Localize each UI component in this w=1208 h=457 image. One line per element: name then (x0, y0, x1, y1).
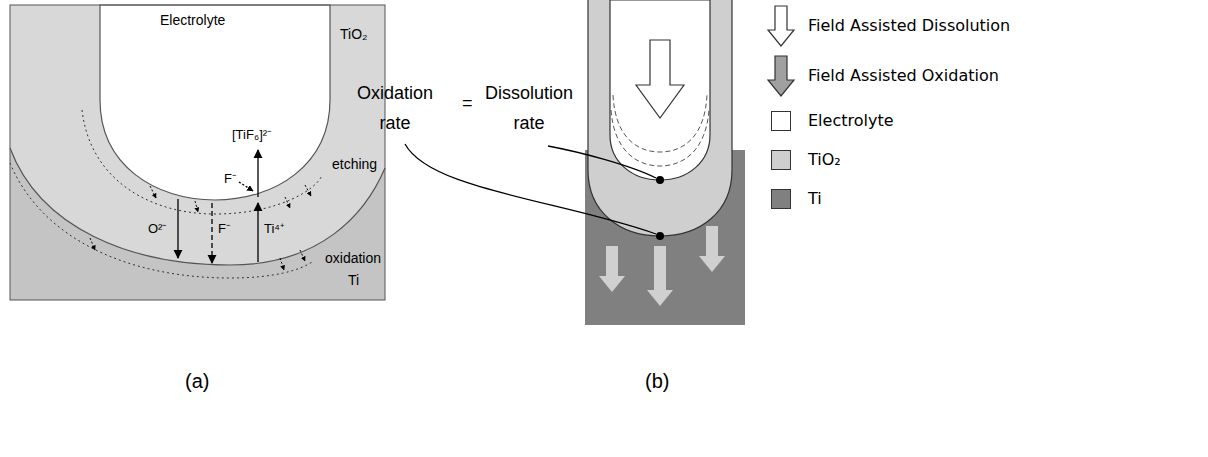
panel-label: (a) (185, 370, 209, 393)
small-arrows (90, 185, 311, 270)
panel-b-figure (647, 246, 673, 306)
ion-label: F⁻ (224, 172, 236, 187)
small-arrows (195, 201, 198, 212)
panel-a-figure (100, 5, 330, 200)
small-arrows (285, 197, 290, 208)
region-label: Ti (348, 272, 359, 288)
ion-arrows (177, 199, 178, 258)
ion-label: [TiF₆]²⁻ (232, 128, 271, 143)
panel-b-figure (610, 0, 710, 180)
small-arrows (90, 238, 95, 250)
small-arrows (305, 185, 311, 196)
panel-a-figure (82, 110, 322, 214)
legend-icons (768, 56, 794, 96)
panel-a-figure (10, 5, 385, 300)
panel-b-figure (656, 176, 664, 184)
panel-a-figure (10, 5, 385, 300)
panel-b-figure (548, 146, 656, 178)
ion-arrows (257, 150, 258, 197)
region-label: Electrolyte (160, 12, 225, 28)
region-label: TiO₂ (340, 26, 367, 42)
front-label: etching (332, 156, 377, 172)
legend-swatch (771, 150, 791, 170)
legend-text: Field Assisted Dissolution (808, 16, 1010, 36)
panel-b-figure (699, 226, 725, 272)
legend-text: Ti (808, 189, 822, 209)
panel-b-figure (656, 232, 664, 240)
panel-b-figure (405, 0, 745, 325)
legend-icons (768, 6, 794, 96)
panel-label: (b) (645, 370, 669, 393)
legend-text: Electrolyte (808, 111, 894, 131)
legend-icons (768, 6, 794, 46)
equals-sign: = (462, 93, 473, 114)
ion-arrows (178, 150, 258, 263)
ion-label: Ti⁴⁺ (264, 222, 284, 237)
front-label: oxidation (325, 250, 381, 266)
panel-b-figure (588, 0, 732, 236)
ion-arrows (257, 203, 258, 262)
ion-arrows (211, 203, 212, 263)
ion-label: O²⁻ (148, 222, 166, 237)
small-arrows (280, 258, 284, 270)
panel-a-figure (10, 163, 312, 278)
legend-text: TiO₂ (808, 150, 841, 170)
rate-label: Dissolution rate (478, 78, 580, 138)
legend-swatch (771, 111, 791, 131)
legend-text: Field Assisted Oxidation (808, 66, 999, 86)
small-arrows (150, 186, 156, 198)
legend-swatch (771, 189, 791, 209)
panel-a-figure (10, 5, 385, 300)
panel-b-figure (599, 246, 625, 292)
ion-label: F⁻ (218, 222, 230, 237)
ion-arrows (239, 182, 253, 191)
panel-b-figure (405, 144, 656, 234)
small-arrows (300, 250, 305, 261)
panel-b-figure (636, 40, 684, 118)
rate-label: Oxidation rate (345, 78, 445, 138)
